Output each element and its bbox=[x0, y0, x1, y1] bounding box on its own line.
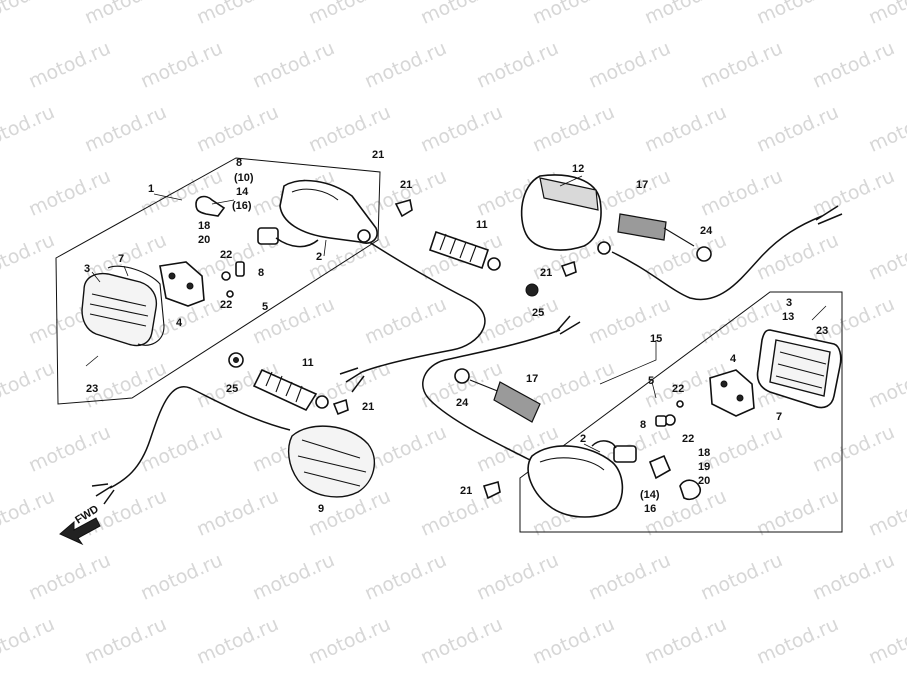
screw-21-cr bbox=[560, 260, 577, 278]
part-label-10-tl: (10) bbox=[234, 172, 254, 184]
stem-17-tr bbox=[617, 213, 712, 262]
frame-rear-right-assembly bbox=[519, 291, 843, 533]
part-label-8-br: 8 bbox=[640, 419, 646, 431]
lens-gasket-tl bbox=[107, 265, 165, 346]
part-label-25-ml: 25 bbox=[226, 383, 238, 395]
part-label-15: 15 bbox=[650, 333, 662, 345]
part-label-16-br: 16 bbox=[644, 503, 656, 515]
part-label-24-tr: 24 bbox=[700, 225, 713, 237]
part-label-14-br: (14) bbox=[640, 489, 660, 501]
part-label-2-tl: 2 bbox=[316, 251, 322, 263]
wiring-harness-lower bbox=[91, 315, 581, 505]
part-label-20-tl: 20 bbox=[198, 234, 210, 246]
part-label-23-tl: 23 bbox=[86, 383, 98, 395]
bulb-socket-tl bbox=[257, 227, 319, 248]
part-label-7-tl: 7 bbox=[118, 253, 124, 265]
part-label-22a-tl: 22 bbox=[220, 249, 232, 261]
part-label-21-ml: 21 bbox=[362, 401, 374, 413]
frame-rear-left-assembly bbox=[55, 157, 381, 405]
leader-lines bbox=[91, 175, 657, 453]
part-label-11-c: 11 bbox=[476, 219, 488, 231]
lens-tl bbox=[81, 272, 158, 347]
part-label-21-c: 21 bbox=[372, 149, 384, 161]
bulb-tl bbox=[195, 195, 226, 217]
part-label-7-br: 7 bbox=[776, 411, 782, 423]
part-label-5-br: 5 bbox=[648, 375, 654, 387]
nut-25-ml bbox=[228, 352, 244, 368]
part-label-22a-br: 22 bbox=[672, 383, 684, 395]
part-label-17-bc: 17 bbox=[526, 373, 538, 385]
wiring-harness-upper bbox=[339, 205, 843, 393]
part-label-9: 9 bbox=[318, 503, 324, 515]
part-label-17-tr: 17 bbox=[636, 179, 648, 191]
part-label-12: 12 bbox=[572, 163, 584, 175]
part-label-14-tl: 14 bbox=[236, 186, 249, 198]
part-label-18-br: 18 bbox=[698, 447, 710, 459]
part-label-1: 1 bbox=[148, 183, 154, 195]
screw-21-tl bbox=[394, 198, 413, 218]
bulb-socket-br bbox=[591, 440, 637, 463]
part-label-24-bc: 24 bbox=[456, 397, 469, 409]
part-label-18-tl: 18 bbox=[198, 220, 210, 232]
lamp-base-br bbox=[709, 369, 755, 417]
part-label-21-cr: 21 bbox=[540, 267, 552, 279]
part-label-3-tl: 3 bbox=[84, 263, 90, 275]
rear-right-turn-signal-housing bbox=[527, 445, 624, 518]
part-label-19-br: 19 bbox=[698, 461, 710, 473]
fwd-arrow: FWD bbox=[59, 503, 101, 546]
stem-11-ml bbox=[252, 368, 329, 412]
part-label-11-ml: 11 bbox=[302, 357, 314, 369]
part-label-13-br: 13 bbox=[782, 311, 794, 323]
small-parts-br bbox=[655, 305, 827, 427]
part-label-21-bl: 21 bbox=[460, 485, 472, 497]
part-label-2-br: 2 bbox=[580, 433, 586, 445]
part-label-5-tl: 5 bbox=[262, 301, 268, 313]
small-parts-tl bbox=[85, 261, 245, 367]
part-label-23-br: 23 bbox=[816, 325, 828, 337]
part-label-8b-tl: 8 bbox=[258, 267, 264, 279]
part-label-4-tl: 4 bbox=[176, 317, 183, 329]
stem-11-c bbox=[428, 230, 501, 271]
screw-21-bl bbox=[482, 480, 501, 500]
stem-17-bc bbox=[454, 368, 541, 423]
part-label-25-cr: 25 bbox=[532, 307, 544, 319]
part-label-8-tl: 8 bbox=[236, 157, 242, 169]
lens-br bbox=[756, 329, 842, 409]
part-label-3-br: 3 bbox=[786, 297, 792, 309]
bulb-br bbox=[648, 454, 702, 501]
screw-21-ml bbox=[332, 398, 349, 416]
part-label-16-tl: (16) bbox=[232, 200, 252, 212]
part-label-22b-br: 22 bbox=[682, 433, 694, 445]
front-left-turn-signal bbox=[287, 425, 376, 498]
part-label-21-tl: 21 bbox=[400, 179, 412, 191]
rear-left-turn-signal-housing bbox=[279, 179, 378, 244]
part-label-4-br: 4 bbox=[730, 353, 737, 365]
nut-25-cr bbox=[525, 283, 539, 297]
front-right-turn-signal bbox=[520, 174, 611, 255]
part-label-22b-tl: 22 bbox=[220, 299, 232, 311]
part-label-20-br: 20 bbox=[698, 475, 710, 487]
lamp-base-tl bbox=[159, 261, 205, 307]
